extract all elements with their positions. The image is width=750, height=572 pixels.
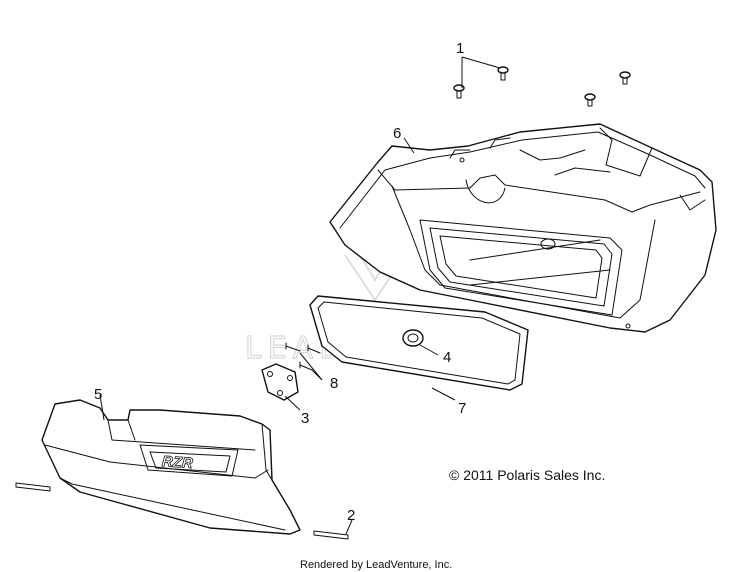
- leader-6: [403, 137, 415, 154]
- leader-4: [419, 344, 439, 356]
- leader-2: [345, 519, 353, 535]
- part-4-grommet: [402, 329, 424, 347]
- part-5-glovebox-door: RZR: [41, 399, 301, 535]
- leader-7: [431, 387, 456, 401]
- copyright-text: © 2011 Polaris Sales Inc.: [449, 467, 605, 483]
- part-8-screws: [285, 342, 321, 371]
- callout-7: 7: [458, 400, 466, 417]
- part-2-pins: [15, 482, 349, 540]
- callout-3: 3: [301, 410, 309, 427]
- leader-3: [284, 395, 301, 411]
- callout-6: 6: [393, 125, 401, 142]
- part-1-screws: [453, 66, 631, 107]
- leader-8: [299, 352, 323, 381]
- callout-numbers: 1 2 3 4 5 6 7 8: [94, 40, 466, 524]
- screw-1a: [497, 66, 509, 81]
- part-3-latch-plate: [261, 363, 299, 401]
- leader-5: [99, 394, 105, 421]
- part-6-glovebox-housing: [329, 123, 717, 333]
- screw-1d: [619, 71, 631, 85]
- callout-1: 1: [456, 40, 464, 57]
- leader-1: [461, 56, 501, 88]
- callout-2: 2: [347, 507, 355, 524]
- rzr-logo: RZR: [161, 453, 193, 472]
- callout-8: 8: [330, 375, 338, 392]
- rendered-by-text: Rendered by LeadVenture, Inc.: [300, 559, 452, 571]
- screw-1c: [584, 93, 596, 107]
- leader-lines: [99, 56, 501, 535]
- callout-4: 4: [443, 349, 451, 366]
- callout-5: 5: [94, 386, 102, 403]
